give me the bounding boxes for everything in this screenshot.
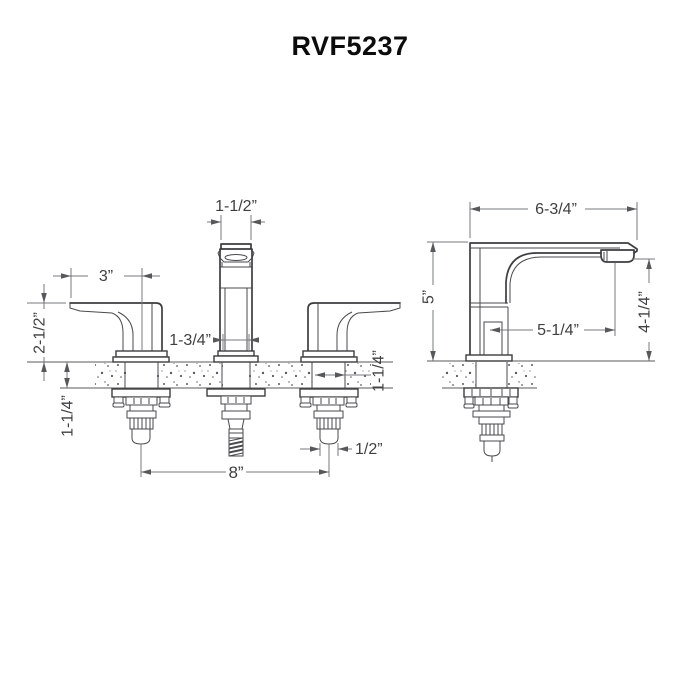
page-title: RVF5237 <box>291 31 409 61</box>
aerator-outlet <box>600 249 635 263</box>
dim-spout-width: 1-1/2” <box>207 198 265 240</box>
dim-spout-width-label: 1-1/2” <box>215 198 257 215</box>
dim-connector-size: 1/2” <box>300 441 383 458</box>
faucet-spout-front <box>206 243 266 457</box>
dim-deck-thickness: 1-1/4” <box>60 362 77 437</box>
dim-spout-clearance-label: 4-1/4” <box>637 291 654 333</box>
front-view: 1-1/2” 3” 2-1/2” 1-3/4” <box>27 198 401 482</box>
dim-spout-base-label: 1-3/4” <box>169 332 211 349</box>
mounting-hardware-side <box>463 387 519 462</box>
dim-overall-depth: 6-3/4” <box>469 201 638 240</box>
dim-hole-spacing-label: 8” <box>228 463 243 482</box>
dim-handle-height: 2-1/2” <box>27 284 66 381</box>
dim-overall-height: 5” <box>421 241 468 361</box>
dim-connector-size-label: 1/2” <box>355 441 383 458</box>
countertop-side <box>427 360 655 389</box>
dim-hole-diameter: 1-1/4” <box>315 350 388 392</box>
dim-spout-reach: 5-1/4” <box>490 263 616 339</box>
handle-knurled-connector <box>129 417 154 430</box>
spout-threaded-tail <box>228 437 244 457</box>
dim-handle-length: 3” <box>53 268 160 352</box>
dim-hole-spacing: 8” <box>141 463 329 482</box>
dim-hole-diameter-label: 1-1/4” <box>371 350 388 392</box>
dim-spout-clearance: 4-1/4” <box>632 258 655 361</box>
dim-spout-base: 1-3/4” <box>169 332 259 351</box>
dim-deck-thickness-label: 1-1/4” <box>60 395 77 437</box>
dim-spout-reach-label: 5-1/4” <box>537 322 579 339</box>
side-view: 6-3/4” 5” 5-1/4” 4-1/4” <box>421 201 655 462</box>
dim-handle-length-label: 3” <box>99 268 113 285</box>
dim-overall-height-label: 5” <box>421 290 438 304</box>
faucet-spout-side <box>463 242 638 462</box>
handle-left <box>69 302 171 477</box>
dim-overall-depth-label: 6-3/4” <box>535 201 577 218</box>
dim-handle-height-label: 2-1/2” <box>32 312 49 354</box>
